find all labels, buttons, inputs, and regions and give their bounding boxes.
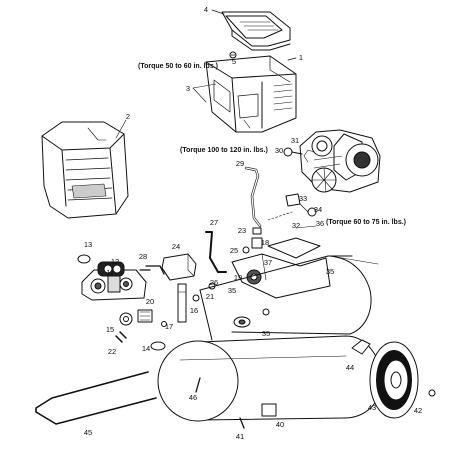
callout-16: 16 [189,306,199,315]
wheel-bracket [351,339,371,355]
plug-35 [262,308,270,316]
power-cord-connector [139,265,165,275]
pump-motor-assembly [299,129,381,193]
callout-35b: 35 [325,267,335,276]
torque-note-pump: (Torque 100 to 120 in. lbs.) [180,147,268,154]
callout-40: 40 [275,420,285,429]
foot-41 [239,417,245,429]
bolt-46 [195,377,201,393]
drain-tube [205,231,227,273]
callout-29: 29 [235,159,245,168]
callout-3: 3 [185,84,191,93]
callout-13: 13 [83,240,93,249]
callout-5: 5 [231,57,237,66]
callout-2: 2 [125,112,131,121]
callout-41: 41 [235,432,245,441]
callout-18: 18 [260,238,270,247]
gauge-panel [81,269,147,301]
callout-35c: 35 [261,329,271,338]
unloader-fittings [285,193,317,217]
callout-43: 43 [367,403,377,412]
callout-45: 45 [83,428,93,437]
callout-30: 30 [274,146,284,155]
callout-27: 27 [209,218,219,227]
callout-21: 21 [205,292,215,301]
handle [35,371,157,425]
wheel [369,341,419,419]
callout-23: 23 [237,226,247,235]
torque-note-cover: (Torque 50 to 60 in. lbs.) [138,63,218,70]
callout-4: 4 [203,5,209,14]
lower-tank [157,335,383,422]
foot-40 [261,403,277,417]
callout-20: 20 [145,297,155,306]
callout-25: 25 [229,246,239,255]
callout-32: 32 [291,221,301,230]
callout-33: 33 [298,194,308,203]
callout-46: 46 [188,393,198,402]
callout-14: 14 [141,344,151,353]
callout-11: 11 [106,268,114,277]
callout-28: 28 [138,252,148,261]
callout-37: 37 [263,258,273,267]
top-cover-tray [221,11,291,51]
callout-15: 15 [105,325,115,334]
callout-36: 36 [315,219,325,228]
callout-22: 22 [107,347,117,356]
upper-tank [199,255,379,341]
check-valve [283,147,303,157]
callout-26: 26 [209,278,219,287]
callout-34: 34 [313,205,323,214]
axle-screw [428,389,436,397]
callout-24: 24 [171,242,181,251]
washer [77,254,91,264]
mounting-bracket [231,237,331,299]
callout-35a: 35 [227,286,237,295]
cover-screw [229,51,237,59]
callout-44: 44 [345,363,355,372]
callout-17: 17 [164,322,174,331]
callout-19: 19 [233,273,243,282]
callout-42: 42 [413,406,423,415]
manifold [161,253,197,281]
pressure-gauge [97,261,125,277]
callout-31: 31 [290,136,300,145]
fitting-21 [192,294,200,302]
torque-note-regulator: (Torque 60 to 75 in. lbs.) [326,219,406,226]
callout-1: 1 [298,53,304,62]
shroud-housing [205,55,297,133]
regulator-parts [115,309,167,351]
safety-valve-shaft [177,283,187,323]
pressure-fittings [242,227,263,254]
callout-12: 12 [110,257,120,266]
left-shroud [41,121,129,219]
